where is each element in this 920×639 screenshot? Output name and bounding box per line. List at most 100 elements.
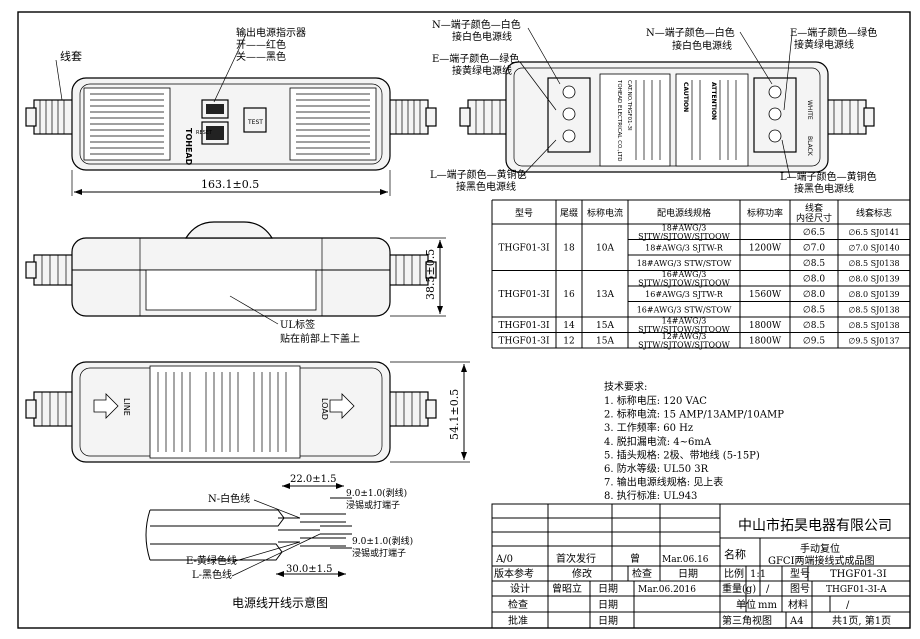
modify-label: 修改 bbox=[572, 567, 592, 580]
tr-right-strain-relief bbox=[825, 99, 875, 135]
scale-label: 比例 bbox=[724, 567, 744, 580]
l-right-title: L—端子颜色—黄铜色 bbox=[780, 170, 877, 183]
company-name: 中山市拓昊电器有限公司 bbox=[738, 517, 892, 534]
wire-diagram-caption: 电源线开线示意图 bbox=[232, 595, 328, 610]
bottom-right-relief bbox=[387, 391, 437, 427]
table-cell-diameter: ∅8.5 bbox=[803, 305, 825, 315]
e-right-title: E—端子颜色—绿色 bbox=[790, 26, 877, 39]
requirement-item: 1. 标称电压: 120 VAC bbox=[604, 394, 707, 407]
attention-text: ATTENTION bbox=[710, 82, 717, 120]
table-cell-power: 1560W bbox=[749, 290, 782, 300]
paper-size: A4 bbox=[789, 616, 804, 627]
table-cell-mark: ∅7.0 SJ0140 bbox=[848, 243, 899, 252]
table-header-cell: 标称功率 bbox=[747, 207, 783, 219]
table-cell-current: 15A bbox=[596, 321, 614, 331]
drawing-no: THGF01-3I-A bbox=[826, 585, 887, 595]
table-cell-mark: ∅8.5 SJ0138 bbox=[848, 305, 899, 314]
bottom-left-relief bbox=[25, 391, 75, 427]
table-cell-model: THGF01-3I bbox=[498, 321, 550, 331]
material-label: 材料 bbox=[788, 598, 808, 611]
wire-strip-diagram: 22.0±1.5 9.0±1.0(剥线) 浸锡或打端子 9.0±1.0(剥线) … bbox=[145, 474, 413, 610]
table-header-cell: 标称电流 bbox=[587, 207, 623, 219]
dim-30: 30.0±1.5 bbox=[286, 564, 333, 575]
ul-label-note: 贴在前部上下盖上 bbox=[280, 332, 360, 345]
design-date: Mar.06.2016 bbox=[638, 585, 696, 595]
material-value: / bbox=[846, 600, 850, 611]
table-cell-suffix: 12 bbox=[563, 336, 574, 346]
table-cell-model: THGF01-3I bbox=[498, 243, 550, 253]
table-cell-diameter: ∅6.5 bbox=[803, 228, 825, 238]
table-cell-suffix: 16 bbox=[563, 290, 575, 300]
load-text: LOAD bbox=[320, 398, 329, 420]
ul-label-area bbox=[145, 269, 317, 311]
table-cell-model: THGF01-3I bbox=[498, 336, 550, 346]
table-cell-diameter: ∅8.0 bbox=[803, 274, 825, 284]
white-terminal-text: WHITE bbox=[806, 100, 813, 120]
table-cell-current: 13A bbox=[596, 290, 614, 300]
table-cell-mark: ∅8.5 SJ0138 bbox=[848, 259, 899, 268]
requirement-item: 2. 标称电流: 15 AMP/13AMP/10AMP bbox=[604, 408, 784, 421]
requirement-item: 8. 执行标准: UL943 bbox=[604, 489, 697, 502]
table-cell-current: 15A bbox=[596, 336, 614, 346]
product-line-1: 手动复位 bbox=[800, 542, 840, 555]
side-right-relief bbox=[387, 254, 437, 286]
length-dimension: 163.1±0.5 bbox=[201, 178, 259, 191]
date-label: 日期 bbox=[678, 568, 698, 580]
version-ref: 版本参考 bbox=[494, 567, 534, 580]
name-label: 名称 bbox=[724, 547, 746, 561]
model-value: THGF01-3I bbox=[830, 569, 887, 580]
n-right-title: N—端子颜色—白色 bbox=[646, 26, 735, 39]
table-cell-mark: ∅8.0 SJ0139 bbox=[848, 274, 899, 283]
table-cell-mark: ∅8.0 SJ0139 bbox=[848, 290, 899, 299]
right-strain-relief bbox=[387, 99, 437, 135]
table-cell-diameter: ∅7.0 bbox=[803, 243, 825, 253]
rating-label bbox=[599, 73, 671, 167]
table-cell-cord: 16#AWG/3 SJTW-R bbox=[645, 290, 724, 299]
load-arrow-icon bbox=[329, 393, 355, 419]
n-wire-label: N-白色线 bbox=[208, 492, 250, 505]
dim-9-top: 9.0±1.0(剥线) bbox=[346, 487, 407, 499]
bottom-rating-label bbox=[149, 365, 301, 459]
dim-9-bottom: 9.0±1.0(剥线) bbox=[352, 535, 413, 547]
e-right-sub: 接黄绿电源线 bbox=[794, 38, 854, 51]
check-label: 检查 bbox=[632, 567, 652, 580]
inspect-date-label: 日期 bbox=[598, 599, 618, 611]
revision-date: Mar.06.16 bbox=[662, 555, 709, 565]
unit-value: mm bbox=[758, 600, 777, 611]
table-cell-cord: 18#AWG/3 STW/STOW bbox=[637, 259, 732, 268]
table-cell-mark: ∅8.5 SJ0138 bbox=[848, 321, 899, 330]
indicator-title: 输出电源指示器 bbox=[236, 26, 306, 39]
tr-left-strain-relief bbox=[459, 99, 509, 135]
revision: A/0 bbox=[495, 554, 513, 565]
table-cell-model: THGF01-3I bbox=[498, 290, 550, 300]
weight-value: / bbox=[766, 584, 770, 595]
pages: 共1页, 第1页 bbox=[832, 614, 891, 627]
line-arrow-icon bbox=[93, 393, 119, 419]
table-cell-power: 1800W bbox=[749, 321, 782, 331]
requirement-item: 5. 插头规格: 2极、带地线 (5-15P) bbox=[604, 448, 760, 461]
e-left-title: E—端子颜色—绿色 bbox=[432, 52, 519, 65]
projection: 第三角视图 bbox=[722, 614, 772, 627]
n-left-title: N—端子颜色—白色 bbox=[432, 18, 521, 31]
table-cell-mark: ∅9.5 SJ0137 bbox=[848, 336, 899, 345]
table-header-cell: 配电源线规格 bbox=[657, 207, 711, 219]
table-header-cell: 型号 bbox=[515, 208, 533, 219]
unit-label: 单位 bbox=[736, 598, 756, 611]
table-cell-cord: 16#AWG/3 STW/STOW bbox=[637, 305, 732, 314]
brand-text: TOHEAD bbox=[184, 128, 193, 166]
test-button[interactable] bbox=[243, 107, 267, 133]
table-cell-suffix: 18 bbox=[563, 243, 575, 253]
l-left-title: L—端子颜色—黄铜色 bbox=[430, 168, 527, 181]
side-left-relief bbox=[25, 254, 75, 286]
table-cell-cord: 18#AWG/3 SJTW-R bbox=[645, 243, 724, 252]
bottom-view: LINE LOAD 54.1±0.5 bbox=[25, 361, 470, 463]
table-cell-power: 1200W bbox=[749, 243, 782, 253]
top-left-view: TOHEAD RESET TEST 线套 输出电源指示器 开——红色 关——黑色… bbox=[25, 26, 437, 196]
cord-label: 线套 bbox=[60, 49, 82, 63]
dim-22: 22.0±1.5 bbox=[290, 474, 337, 485]
inspect-label: 检查 bbox=[508, 598, 528, 611]
design-label: 设计 bbox=[510, 582, 530, 595]
